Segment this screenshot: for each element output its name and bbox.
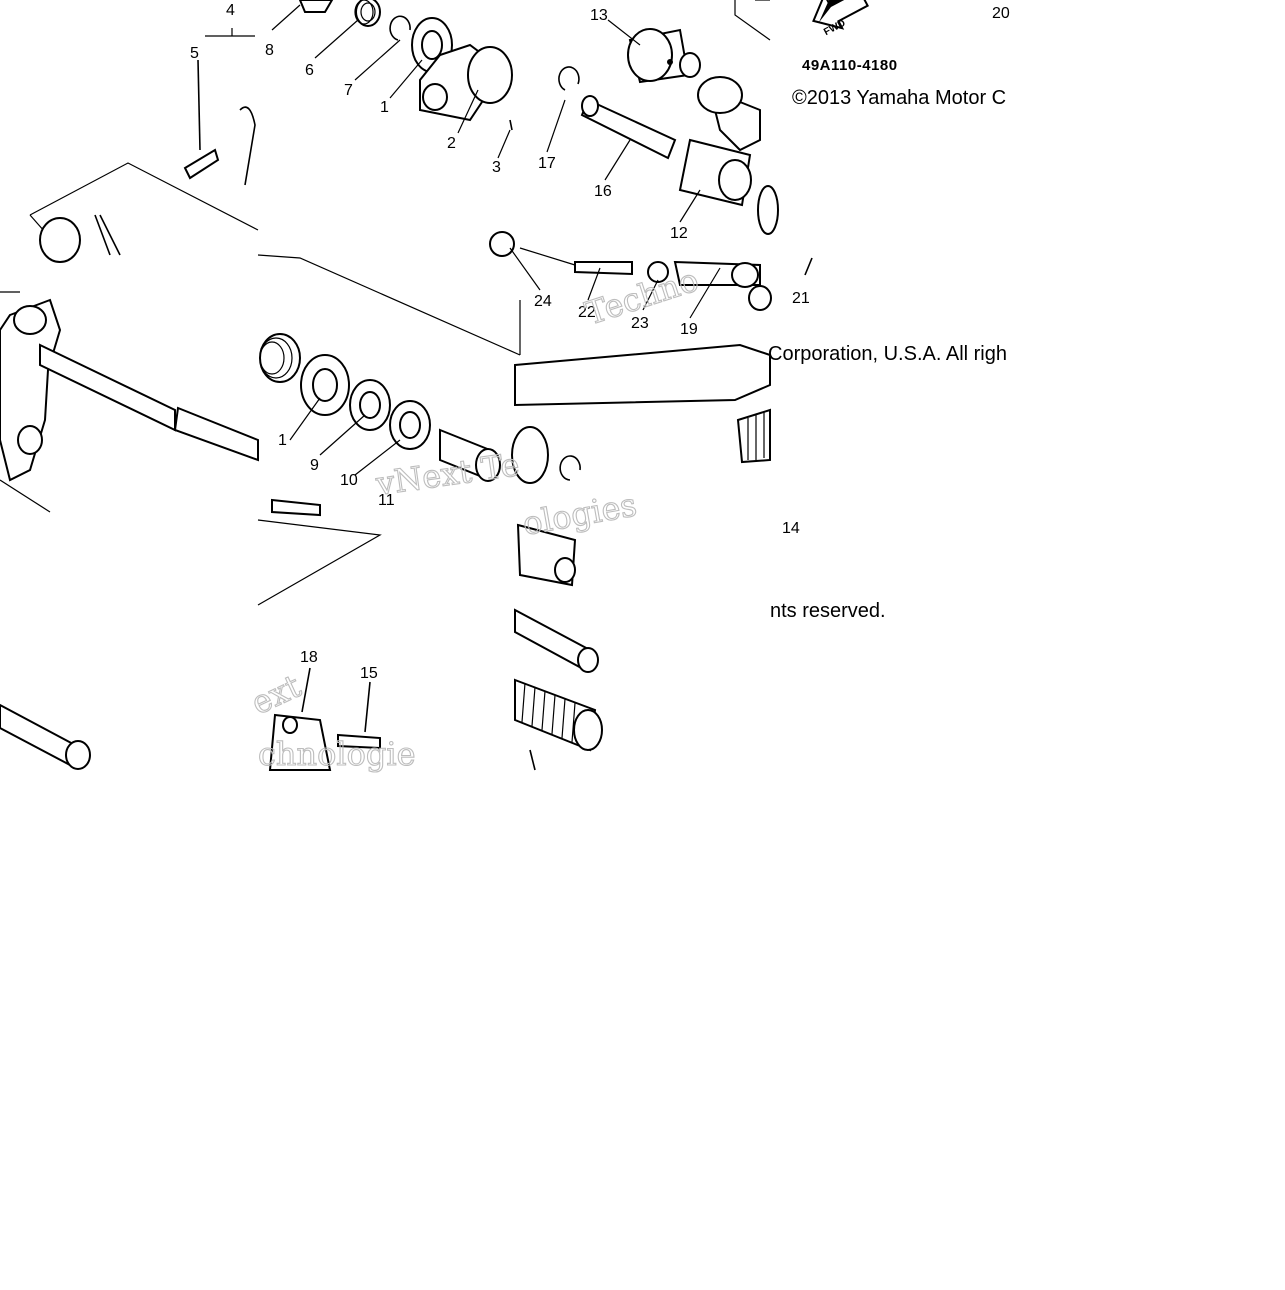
callout: 19 bbox=[680, 321, 698, 338]
copyright-line-2: Corporation, U.S.A. All righ bbox=[768, 343, 1007, 365]
callout: 15 bbox=[360, 665, 378, 682]
callout: 10 bbox=[340, 472, 358, 489]
frame-lines bbox=[0, 0, 771, 606]
callout: 4 bbox=[226, 2, 235, 19]
callout: 9 bbox=[310, 457, 319, 474]
callout: 14 bbox=[782, 520, 800, 537]
watermark-text: ologies bbox=[520, 486, 640, 543]
callout: 17 bbox=[538, 155, 556, 172]
callout: 6 bbox=[305, 62, 314, 79]
coil-14 bbox=[521, 682, 576, 743]
copyright-line-1: ©2013 Yamaha Motor C bbox=[792, 87, 1006, 109]
fwd-arrow-icon bbox=[812, 0, 869, 30]
callout: 22 bbox=[578, 304, 596, 321]
callout: 23 bbox=[631, 315, 649, 332]
watermark-text: chnologie bbox=[258, 735, 416, 773]
watermark: Techno vNext Te ologies ext chnologie bbox=[245, 260, 704, 774]
callout: 24 bbox=[534, 293, 552, 310]
spring-1-mid bbox=[259, 333, 301, 383]
spring-6 bbox=[354, 0, 381, 27]
leader-lines bbox=[271, 4, 721, 476]
callout: 18 bbox=[300, 649, 318, 666]
callout: 7 bbox=[344, 82, 353, 99]
callout: 1 bbox=[278, 432, 287, 449]
callouts: 4 5 8 6 7 1 2 3 13 20 17 16 12 24 22 23 … bbox=[190, 2, 1010, 682]
callout: 21 bbox=[792, 290, 810, 307]
part-code: 49A110-4180 bbox=[802, 57, 898, 74]
callout: 11 bbox=[378, 492, 395, 509]
callout: 16 bbox=[594, 183, 612, 200]
callout: 1 bbox=[380, 99, 389, 116]
callout: 12 bbox=[670, 225, 688, 242]
callout: 8 bbox=[265, 42, 274, 59]
watermark-text: ext bbox=[245, 667, 306, 723]
callout: 20 bbox=[992, 5, 1010, 22]
callout: 3 bbox=[492, 159, 501, 176]
callout: 5 bbox=[190, 45, 199, 62]
parts bbox=[0, 0, 869, 771]
copyright-line-3: nts reserved. bbox=[770, 600, 886, 622]
callout: 2 bbox=[447, 135, 456, 152]
callout: 13 bbox=[590, 7, 608, 24]
